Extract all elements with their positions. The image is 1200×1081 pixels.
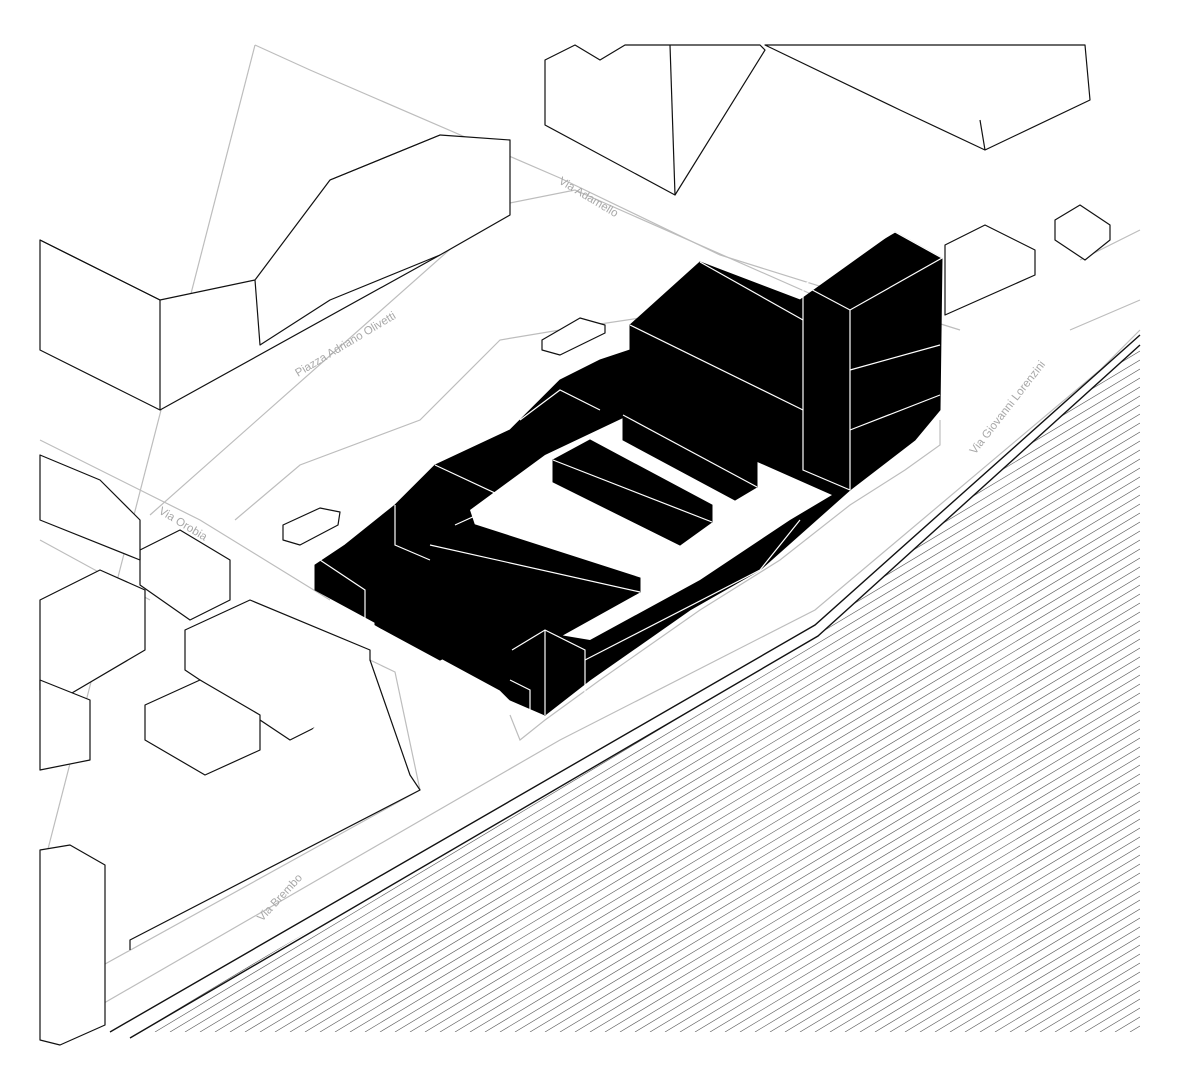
hatch-line bbox=[454, 620, 1140, 1032]
hatch-line bbox=[484, 638, 1140, 1032]
hatch-line bbox=[514, 656, 1140, 1032]
hatch-line bbox=[1114, 1016, 1140, 1032]
hatch-line bbox=[394, 584, 1140, 1032]
hatch-line bbox=[964, 926, 1140, 1032]
hatch-line bbox=[199, 467, 1140, 1032]
hatch-line bbox=[409, 593, 1140, 1032]
hatch-line bbox=[724, 782, 1140, 1032]
hatch-line bbox=[1039, 971, 1140, 1032]
hatch-line bbox=[754, 800, 1140, 1032]
street-label-via-adamello: Via Adamello bbox=[556, 175, 620, 220]
hatch-line bbox=[949, 917, 1140, 1032]
project-complex bbox=[314, 231, 944, 716]
main-road-edge bbox=[109, 334, 1141, 1039]
hatch-line bbox=[499, 647, 1140, 1032]
hatch-line bbox=[349, 557, 1140, 1032]
hatch-line bbox=[1009, 953, 1140, 1032]
hatch-line bbox=[844, 854, 1140, 1032]
context-buildings bbox=[39, 44, 1111, 1046]
hatch-line bbox=[889, 881, 1140, 1032]
hatch-line bbox=[934, 908, 1140, 1032]
hatch-line bbox=[229, 485, 1140, 1032]
hatch-line bbox=[364, 566, 1140, 1032]
edge-lines bbox=[319, 231, 944, 715]
hatch-line bbox=[919, 899, 1140, 1032]
hatch-line bbox=[829, 845, 1140, 1032]
hatch-line bbox=[469, 629, 1140, 1032]
hatch-line bbox=[169, 449, 1140, 1032]
hatch-line bbox=[304, 530, 1140, 1032]
hatch-line bbox=[379, 575, 1140, 1032]
hatch-line bbox=[424, 602, 1140, 1032]
hatch-line bbox=[769, 809, 1140, 1032]
street-label-via-giovanni-lorenzini: Via Giovanni Lorenzini bbox=[968, 359, 1048, 457]
hatch-line bbox=[1129, 1025, 1140, 1032]
hatch-line bbox=[709, 773, 1140, 1032]
hatch-line bbox=[664, 746, 1140, 1032]
hatch-line bbox=[604, 710, 1140, 1032]
hatch-line bbox=[619, 719, 1140, 1032]
hatch-line bbox=[154, 440, 1140, 1032]
hatch-line bbox=[859, 863, 1140, 1032]
hatch-line bbox=[289, 521, 1140, 1032]
hatch-line bbox=[904, 890, 1140, 1032]
hatch-line bbox=[634, 728, 1140, 1032]
hatch-line bbox=[184, 458, 1140, 1032]
hatch-line bbox=[259, 503, 1140, 1032]
hatch-line bbox=[529, 665, 1140, 1032]
street-label-via-brembo: Via Brembo bbox=[255, 872, 305, 924]
hatch-line bbox=[739, 791, 1140, 1032]
hatch-line bbox=[694, 764, 1140, 1032]
hatch-line bbox=[994, 944, 1140, 1032]
hatch-line bbox=[274, 512, 1140, 1032]
hatch-line bbox=[334, 548, 1140, 1032]
hatch-line bbox=[679, 755, 1140, 1032]
hatch-line bbox=[559, 683, 1140, 1032]
hatch-line bbox=[979, 935, 1140, 1032]
hatch-line bbox=[799, 827, 1140, 1032]
hatch-line bbox=[589, 701, 1140, 1032]
hatch-line bbox=[1099, 1007, 1140, 1032]
hatch-line bbox=[814, 836, 1140, 1032]
hatch-line bbox=[574, 692, 1140, 1032]
hatch-line bbox=[1084, 998, 1140, 1032]
hatch-line bbox=[319, 539, 1140, 1032]
hatch-line bbox=[439, 611, 1140, 1032]
hatch-line bbox=[1054, 980, 1140, 1032]
hatch-line bbox=[544, 674, 1140, 1032]
road-lines bbox=[39, 44, 1141, 1041]
hatch-line bbox=[784, 818, 1140, 1032]
hatch-line bbox=[649, 737, 1140, 1032]
hatch-line bbox=[244, 494, 1140, 1032]
hatch-line bbox=[1024, 962, 1140, 1032]
hatch-line bbox=[874, 872, 1140, 1032]
hatch-line bbox=[214, 476, 1140, 1032]
hatch-line bbox=[1069, 989, 1140, 1032]
